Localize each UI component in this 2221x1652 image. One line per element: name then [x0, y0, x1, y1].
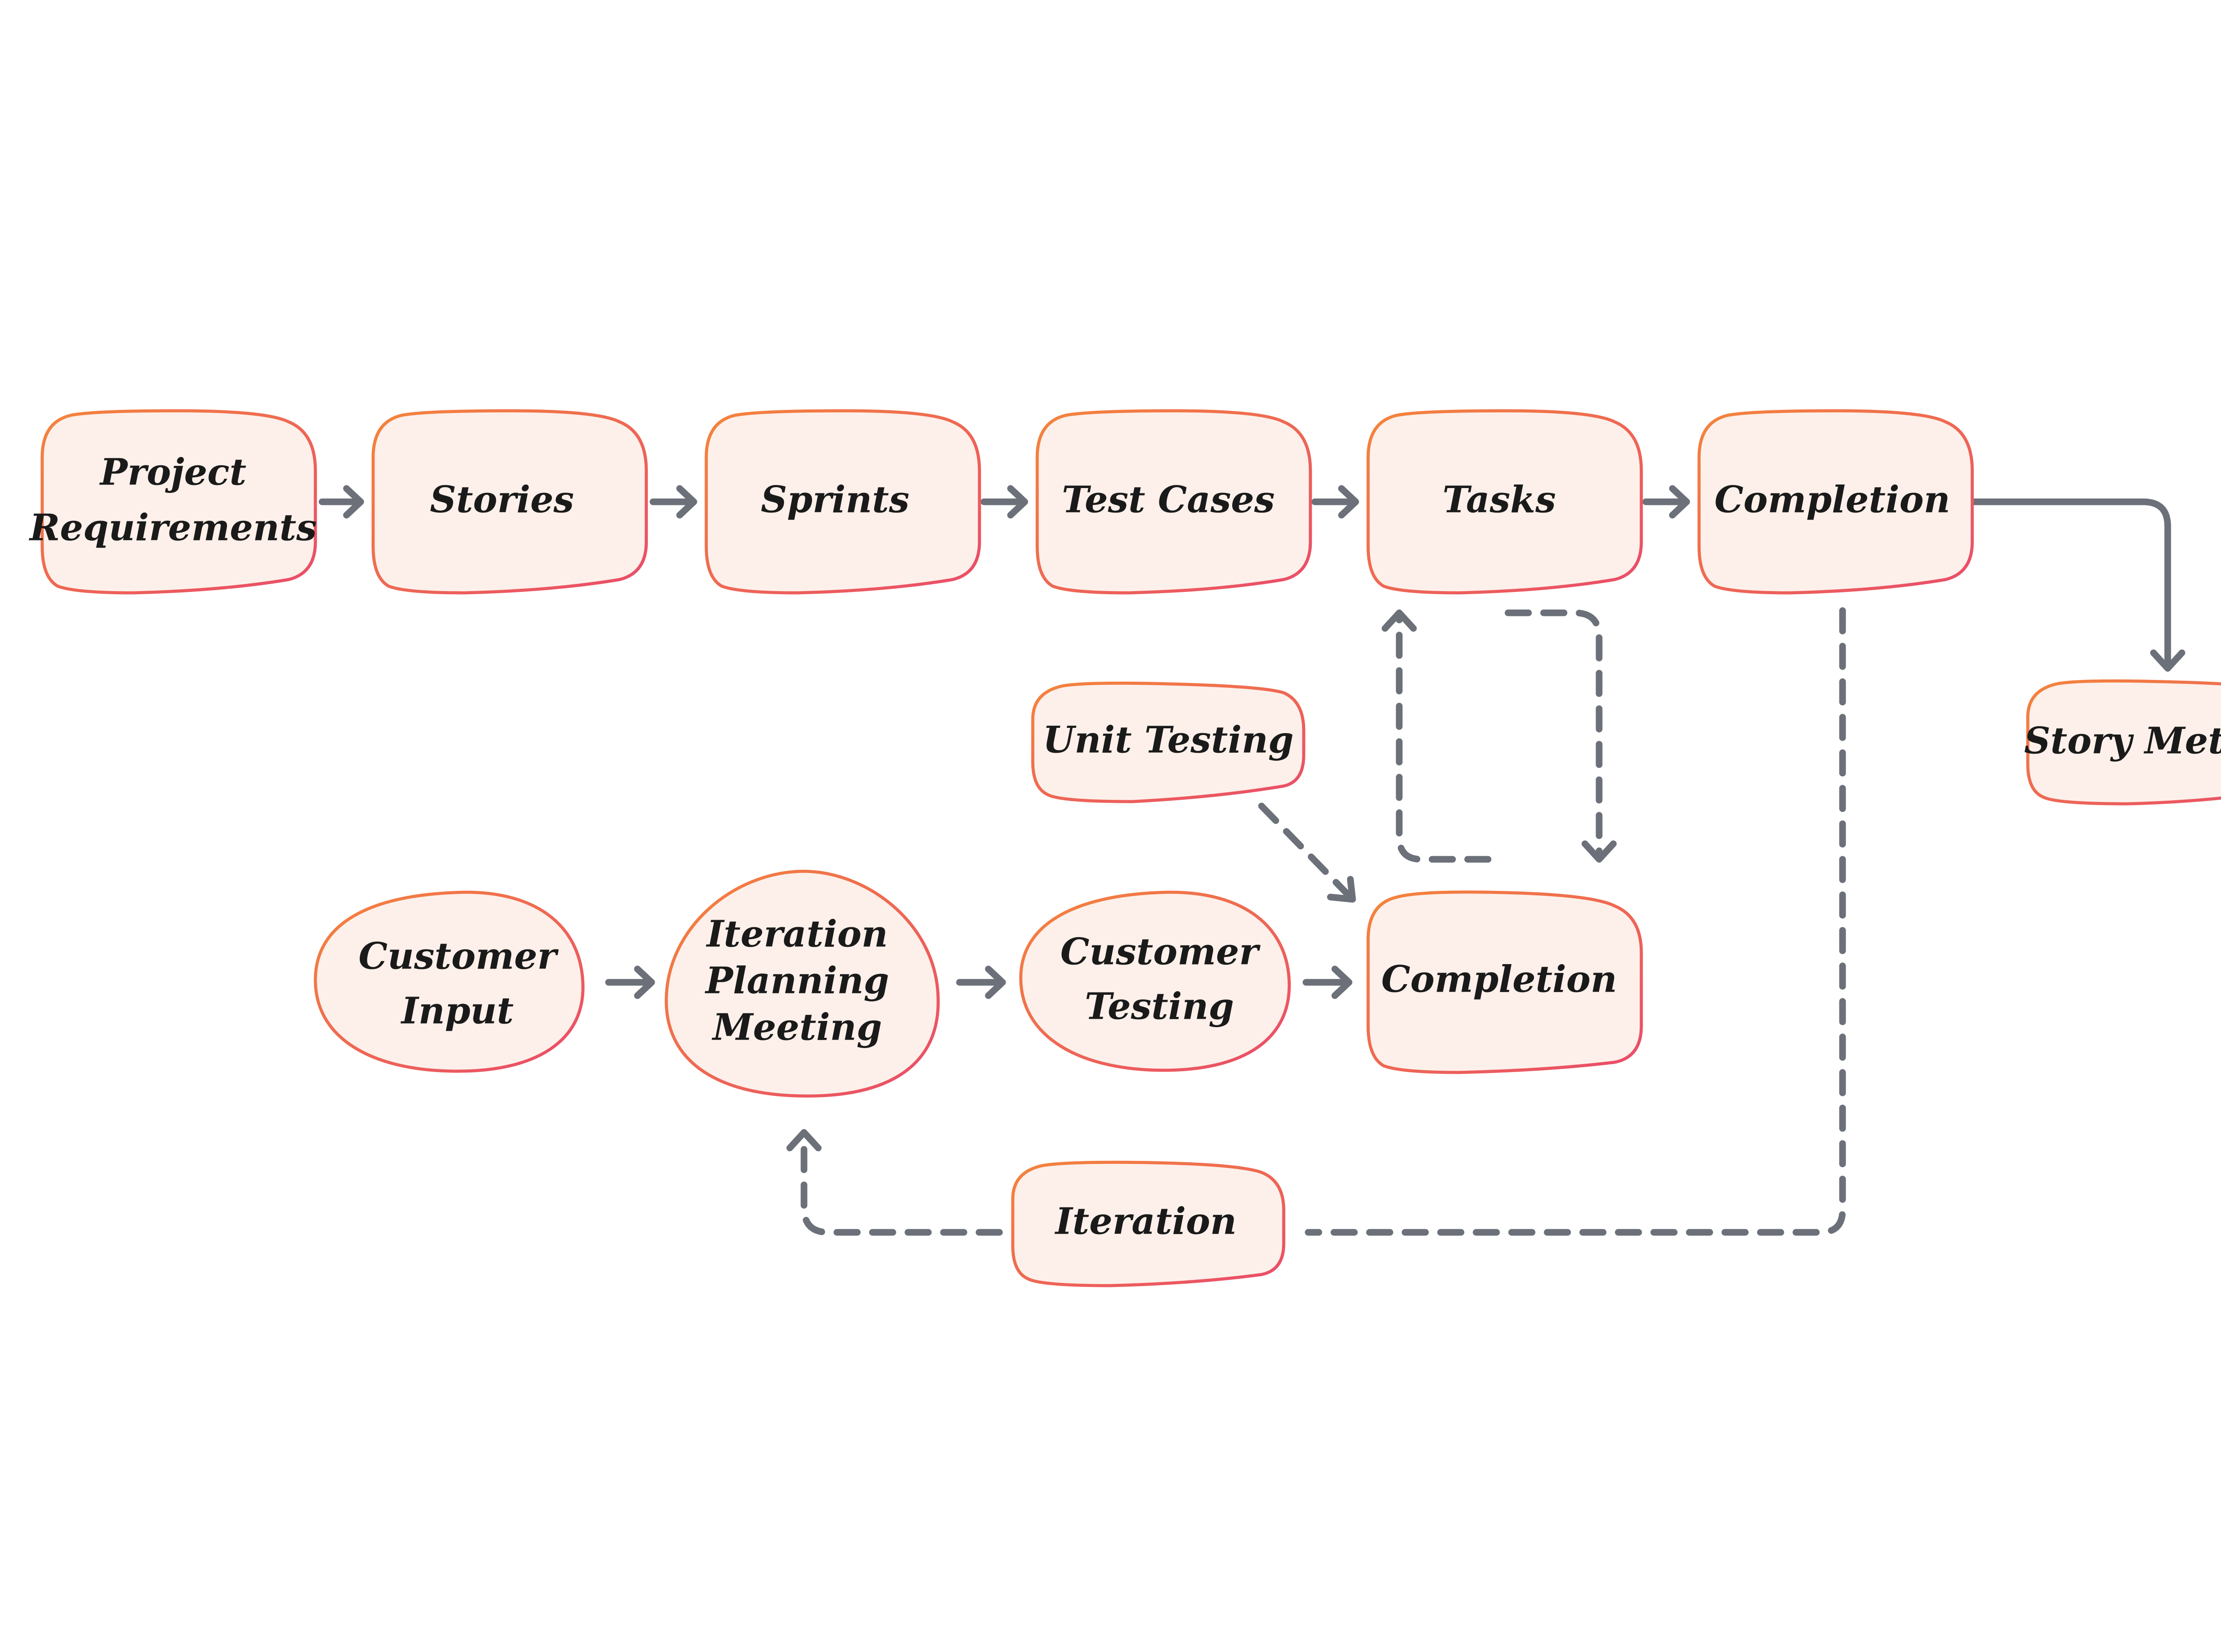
node-label-line: Iteration	[1055, 1200, 1237, 1243]
edge-project-requirements-to-stories	[318, 485, 364, 519]
edge-customer-testing-to-completion	[1302, 965, 1353, 999]
node-label-line: Customer	[358, 935, 559, 977]
node-label-line: Project	[99, 451, 246, 493]
node-label-line: Story Metrics	[2024, 719, 2221, 762]
node-completion-top[interactable]: Completion	[1697, 409, 1974, 595]
node-sprints[interactable]: Sprints	[705, 409, 981, 595]
edge-test-cases-to-tasks	[1311, 485, 1359, 519]
node-label-line: Stories	[430, 478, 574, 521]
edge-customer-input-to-iteration-planning	[605, 965, 655, 999]
node-label-line: Test Cases	[1062, 478, 1274, 521]
edge-completion-to-tasks-loop	[1381, 609, 1492, 863]
node-customer-testing[interactable]: Customer Testing	[1019, 890, 1291, 1072]
edge-completion-to-story-metrics	[1971, 498, 2185, 672]
node-label-line: Input	[401, 989, 514, 1032]
nodes: Project Requirements Stories Sprints Tes…	[29, 409, 2221, 1287]
edge-iteration-planning-to-customer-testing	[956, 965, 1006, 999]
node-stories[interactable]: Stories	[371, 409, 648, 595]
edge-tasks-to-completion-loop	[1505, 609, 1617, 863]
node-label-line: Sprints	[761, 478, 910, 521]
node-label-line: Requirements	[29, 506, 317, 549]
edge-completion-to-iteration	[1305, 607, 1846, 1236]
node-customer-input[interactable]: Customer Input	[314, 890, 585, 1073]
node-completion-bottom[interactable]: Completion	[1366, 890, 1643, 1074]
edge-tasks-to-completion	[1642, 485, 1690, 519]
node-iteration-planning-meeting[interactable]: Iteration Planning Meeting	[665, 870, 940, 1098]
node-unit-testing[interactable]: Unit Testing	[1031, 681, 1306, 803]
node-test-cases[interactable]: Test Cases	[1035, 409, 1312, 595]
node-label-line: Completion	[1715, 478, 1950, 521]
edge-sprints-to-test-cases	[980, 485, 1028, 519]
node-label-line: Planning	[705, 959, 889, 1002]
node-label-line: Testing	[1085, 985, 1234, 1028]
node-iteration[interactable]: Iteration	[1011, 1160, 1286, 1287]
node-project-requirements[interactable]: Project Requirements	[29, 409, 317, 595]
node-label-line: Unit Testing	[1043, 719, 1294, 761]
node-story-metrics[interactable]: Story Metrics	[2024, 679, 2221, 806]
edge-stories-to-sprints	[649, 485, 697, 519]
node-label-line: Meeting	[711, 1006, 882, 1048]
edge-iteration-to-iteration-planning	[786, 1129, 1003, 1236]
node-label-line: Iteration	[706, 913, 888, 955]
node-label-line: Tasks	[1442, 478, 1556, 521]
node-label-line: Completion	[1381, 958, 1617, 1001]
edge-unit-testing-to-completion	[1258, 802, 1356, 903]
node-tasks[interactable]: Tasks	[1366, 409, 1643, 595]
edges	[318, 485, 2185, 1236]
node-label-line: Customer	[1060, 930, 1261, 973]
